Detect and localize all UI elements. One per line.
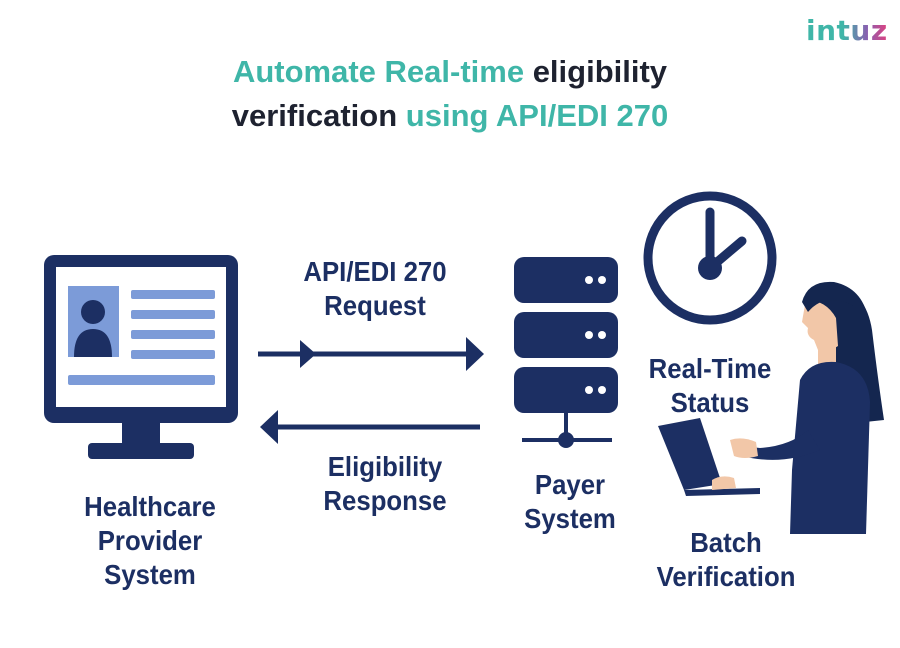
batch-label-line-2: Verification	[656, 561, 796, 592]
realtime-label-line-1: Real-Time	[648, 353, 772, 384]
response-arrow	[260, 410, 480, 444]
request-label-line-2: Request	[324, 290, 426, 321]
response-label-line-2: Response	[323, 485, 447, 516]
server-stack-icon	[514, 257, 618, 448]
payer-label-line-2: System	[524, 503, 616, 534]
computer-monitor-icon	[44, 255, 238, 459]
title-accent-1: Automate Real-time	[232, 54, 525, 89]
provider-label-line-1: Healthcare	[84, 491, 216, 522]
logo-text: intuz	[806, 14, 888, 47]
title-text-2: verification	[231, 98, 398, 133]
payer-label: Payer System	[515, 468, 625, 536]
realtime-label-line-2: Status	[670, 387, 750, 418]
request-arrow	[258, 337, 484, 371]
woman-with-laptop-icon	[658, 281, 884, 534]
response-label-line-1: Eligibility	[327, 451, 443, 482]
provider-label: Healthcare Provider System	[49, 490, 251, 592]
batch-verification-label: Batch Verification	[643, 526, 809, 594]
title-accent-2: using API/EDI 270	[405, 98, 669, 133]
response-label: Eligibility Response	[307, 450, 463, 518]
request-label: API/EDI 270 Request	[288, 255, 463, 323]
provider-label-line-2: Provider System	[97, 525, 203, 590]
title-line-2: verification using API/EDI 270	[0, 94, 900, 138]
payer-label-line-1: Payer	[534, 469, 606, 500]
intuz-logo: intuz	[806, 14, 888, 47]
realtime-status-label: Real-Time Status	[635, 352, 786, 420]
title-line-1: Automate Real-time eligibility	[0, 50, 900, 94]
clock-icon	[643, 191, 777, 325]
batch-label-line-1: Batch	[690, 527, 762, 558]
title-text-1: eligibility	[532, 54, 668, 89]
page-title: Automate Real-time eligibility verificat…	[0, 50, 900, 138]
request-label-line-1: API/EDI 270	[303, 256, 447, 287]
